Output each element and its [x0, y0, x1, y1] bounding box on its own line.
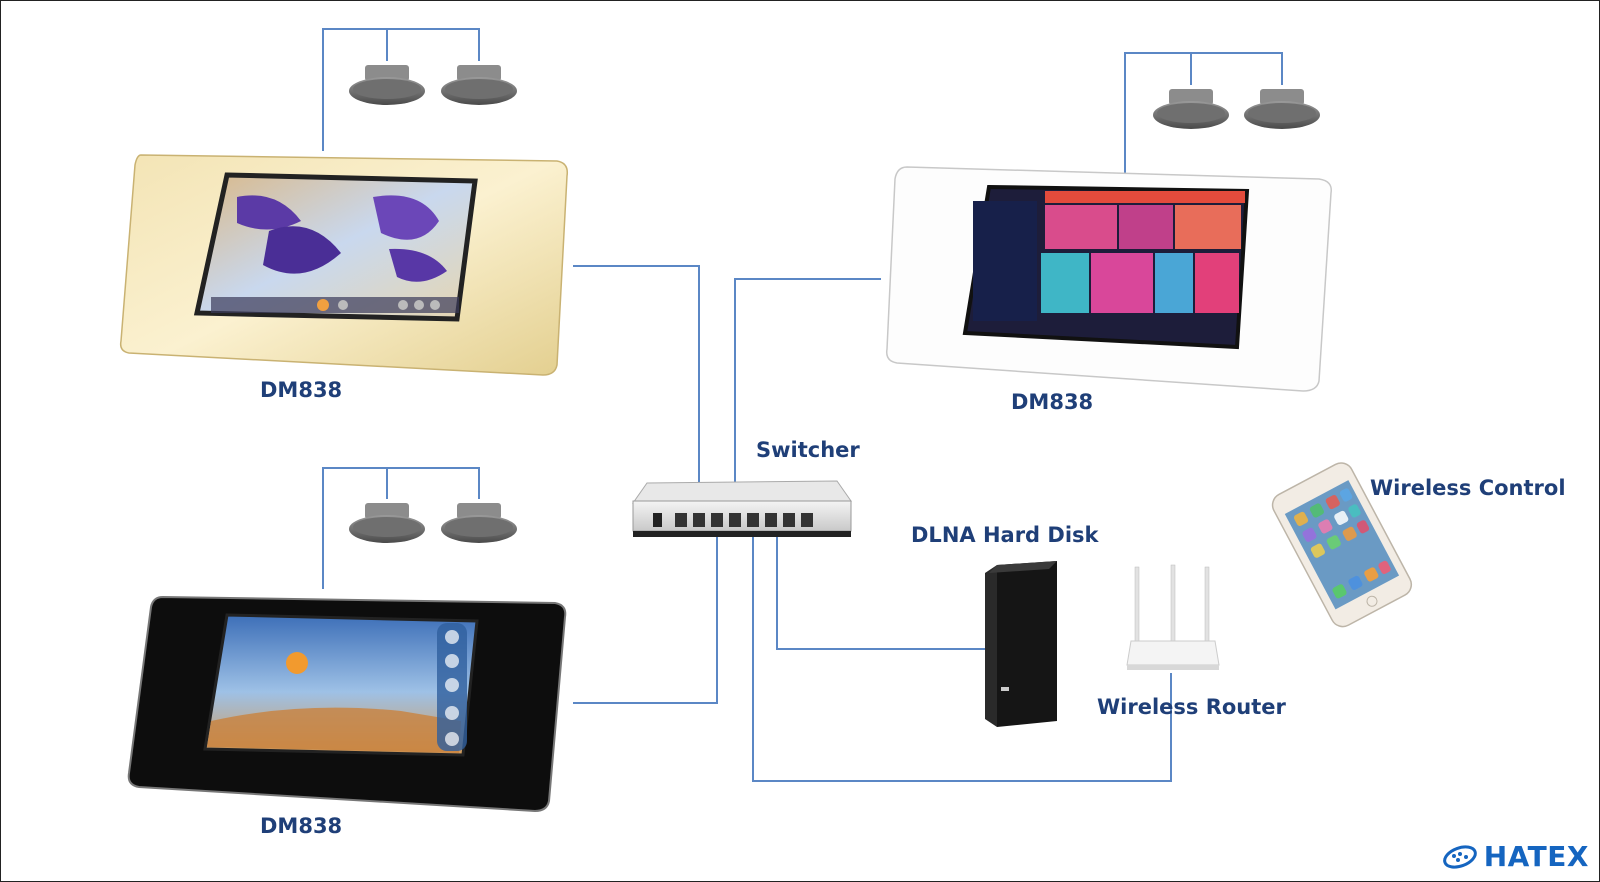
connection-lines [322, 28, 1283, 782]
panel-top-left-device [119, 154, 569, 376]
wireless-router-device [1126, 564, 1220, 670]
panel-top-left-label: DM838 [260, 378, 343, 402]
smartphone-device [1271, 462, 1413, 628]
brand-logo-icon [1442, 844, 1477, 869]
hard-disk-device [985, 561, 1057, 727]
panel-top-right-device [885, 166, 1332, 392]
speaker-icon [1153, 89, 1229, 129]
panel-bottom-left-device [127, 595, 567, 813]
speaker-icon [1244, 89, 1320, 129]
wireless-router-label: Wireless Router [1097, 695, 1286, 719]
brand-logo-text: HATEX [1483, 840, 1589, 873]
speaker-icon [349, 503, 425, 543]
speaker-icon [349, 65, 425, 105]
wireless-control-label: Wireless Control [1370, 476, 1566, 500]
brand-logo: HATEX [1440, 840, 1589, 873]
speaker-icon [441, 65, 517, 105]
switcher-label: Switcher [756, 438, 860, 462]
network-switch-device [632, 480, 852, 537]
speaker-icon [441, 503, 517, 543]
panel-top-right-label: DM838 [1011, 390, 1094, 414]
panel-bottom-left-label: DM838 [260, 814, 343, 838]
hard-disk-label: DLNA Hard Disk [911, 523, 1099, 547]
